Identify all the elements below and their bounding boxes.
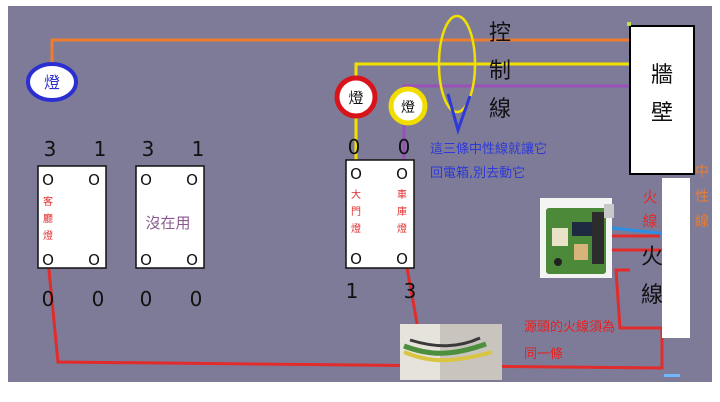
switch1-terminal: O — [88, 171, 100, 189]
bottom-right-marker — [664, 374, 680, 377]
switch1-top-number-left: 3 — [44, 137, 57, 161]
switch3-terminal: O — [396, 250, 408, 268]
live-big-label-2: 線 — [641, 283, 663, 308]
switch2-top-number-left: 3 — [142, 137, 155, 161]
switch2-top-number-right: 1 — [192, 137, 205, 161]
switch1-terminal: O — [42, 171, 54, 189]
switch3-bottom-number-left: 1 — [346, 279, 359, 303]
neutral-side-label-2: 性 — [695, 189, 709, 205]
top-right-marker — [627, 22, 631, 26]
switch2-bottom-number-right: 0 — [190, 287, 203, 311]
relay-module-icon — [540, 198, 614, 278]
wall-box — [629, 25, 695, 175]
switch3-left-label-3: 燈 — [351, 223, 361, 235]
lamp-red: 燈 — [334, 75, 378, 119]
lamp-blue: 燈 — [26, 62, 78, 102]
switch1-terminal: O — [42, 251, 54, 269]
note-arrow — [446, 93, 472, 135]
switch3-plate[interactable] — [345, 159, 415, 269]
switch2-terminal: O — [186, 171, 198, 189]
switch2-label: 沒在用 — [145, 214, 190, 232]
switch1-top-number-right: 1 — [94, 137, 107, 161]
switch2-terminal: O — [186, 251, 198, 269]
switch1-label-2: 廳 — [43, 212, 53, 225]
note-live-line-1: 源頭的火線須為 — [524, 319, 615, 335]
neutral-side-label-3: 線 — [695, 214, 709, 230]
switch2-terminal: O — [140, 171, 152, 189]
switch1-label-3: 燈 — [43, 230, 53, 242]
switch2-terminal: O — [140, 251, 152, 269]
control-wire-label-3: 線 — [489, 97, 511, 122]
switch3-bottom-number-right: 3 — [404, 279, 417, 303]
control-wire-label-2: 制 — [489, 59, 511, 84]
note-neutral-line-1: 這三條中性線就讓它 — [430, 141, 547, 157]
live-small-label-1: 火 — [642, 188, 657, 206]
switch3-left-label-2: 門 — [351, 206, 361, 218]
source-wire-photo — [400, 324, 502, 380]
control-wire-group-ring — [437, 14, 477, 114]
switch1-bottom-number-right: 0 — [92, 287, 105, 311]
switch3-top-number-left: 0 — [348, 135, 361, 159]
switch3-right-label-3: 燈 — [397, 223, 407, 235]
control-wire-label-1: 控 — [489, 21, 511, 46]
wall-label-2: 壁 — [651, 101, 673, 126]
live-big-label-1: 火 — [641, 245, 663, 270]
switch2-plate[interactable] — [135, 165, 205, 269]
lamp-yellow-label: 燈 — [401, 100, 415, 116]
control-wire-orange — [50, 38, 632, 58]
lamp-red-label: 燈 — [348, 89, 363, 107]
switch3-terminal: O — [396, 165, 408, 183]
switch3-left-label-1: 大 — [351, 188, 361, 201]
switch1-label-1: 客 — [43, 195, 53, 208]
switch1-plate[interactable] — [37, 165, 107, 269]
wall-label-1: 牆 — [651, 63, 673, 88]
switch3-terminal: O — [350, 250, 362, 268]
live-small-label-2: 線 — [642, 212, 657, 230]
switch3-terminal: O — [350, 165, 362, 183]
note-neutral-line-2: 回電箱,別去動它 — [430, 165, 525, 181]
switch1-bottom-number-left: 0 — [42, 287, 55, 311]
switch3-right-label-2: 庫 — [397, 205, 407, 218]
lamp-blue-label: 燈 — [44, 73, 60, 92]
switch2-bottom-number-left: 0 — [140, 287, 153, 311]
switch3-right-label-1: 車 — [397, 188, 407, 201]
note-live-line-2: 同一條 — [524, 347, 563, 362]
neutral-side-label-1: 中 — [695, 164, 709, 180]
switch1-terminal: O — [88, 251, 100, 269]
lamp-yellow: 燈 — [388, 86, 428, 126]
wall-strip — [662, 178, 690, 338]
switch3-top-number-right: 0 — [398, 135, 411, 159]
